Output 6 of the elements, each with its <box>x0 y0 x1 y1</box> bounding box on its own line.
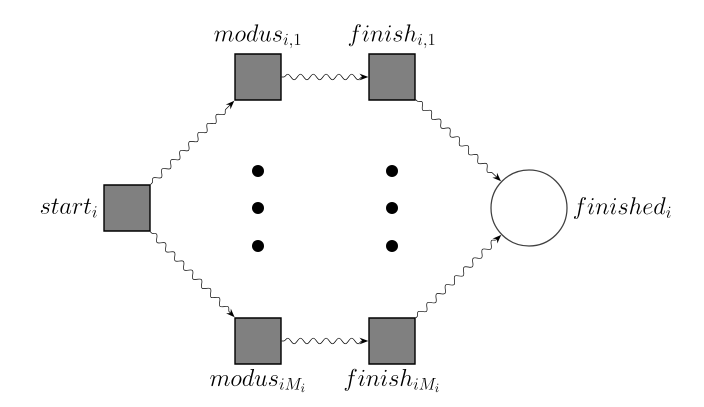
node-label: $finish_{i,1}$ <box>348 24 434 48</box>
node-label: $modus_{i,1}$ <box>214 24 300 48</box>
node-label: $start_{i}$ <box>40 198 97 218</box>
node-label: $modus_{iM_{i}}$ <box>210 369 304 392</box>
node-label: $finish_{iM_{i}}$ <box>344 368 439 392</box>
node-label: $finished_{i}$ <box>574 196 670 220</box>
